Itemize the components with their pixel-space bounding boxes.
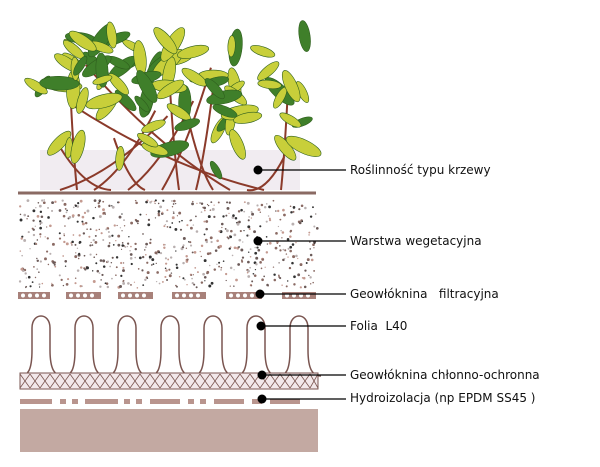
- label-protective-geotextile: Geowłóknina chłonno-ochronna: [350, 368, 540, 382]
- leaf: [85, 92, 123, 110]
- vegetation-layer-gravel: [18, 199, 319, 289]
- leaf: [115, 145, 125, 171]
- leaf: [279, 112, 302, 128]
- leaf: [281, 70, 301, 103]
- leaf: [233, 111, 263, 124]
- label-filter-geotextile: Geowłóknina filtracyjna: [350, 287, 499, 301]
- leaf: [47, 130, 72, 156]
- leaf: [177, 44, 210, 59]
- label-plants: Roślinność typu krzewy: [350, 163, 491, 177]
- leaf: [136, 70, 158, 103]
- leaf: [92, 75, 113, 85]
- leaf: [76, 87, 89, 114]
- leaf: [70, 129, 86, 164]
- membrane-wave-layer: [19, 315, 322, 377]
- leaf: [137, 132, 159, 148]
- leaf: [204, 78, 225, 100]
- leaf: [106, 21, 117, 49]
- leaf: [73, 55, 88, 76]
- leaf: [229, 129, 246, 160]
- leaf: [134, 95, 150, 113]
- leaf: [153, 27, 178, 55]
- waterproofing-layer: [20, 399, 300, 404]
- label-waterproofing: Hydroizolacja (np EPDM SS45 ): [350, 391, 536, 405]
- leaf: [298, 20, 311, 52]
- leaf: [156, 79, 184, 100]
- leaf: [141, 119, 166, 133]
- filter-geotextile-layer: [18, 292, 316, 299]
- leaf: [174, 118, 200, 131]
- leaf: [227, 35, 236, 58]
- shrub-plants: [24, 20, 322, 192]
- leaf: [39, 76, 80, 91]
- leaf: [209, 160, 223, 180]
- leaf: [108, 73, 129, 95]
- leaf: [285, 135, 322, 157]
- protective-geotextile-layer: [19, 372, 319, 390]
- leaf: [257, 79, 282, 90]
- leaf: [68, 30, 97, 52]
- roof-slab: [20, 409, 318, 452]
- label-vegetation-layer: Warstwa wegetacyjna: [350, 234, 482, 248]
- leaf: [257, 61, 280, 81]
- leaf: [250, 45, 276, 58]
- leaf: [24, 77, 48, 95]
- label-membrane: Folia L40: [350, 319, 408, 333]
